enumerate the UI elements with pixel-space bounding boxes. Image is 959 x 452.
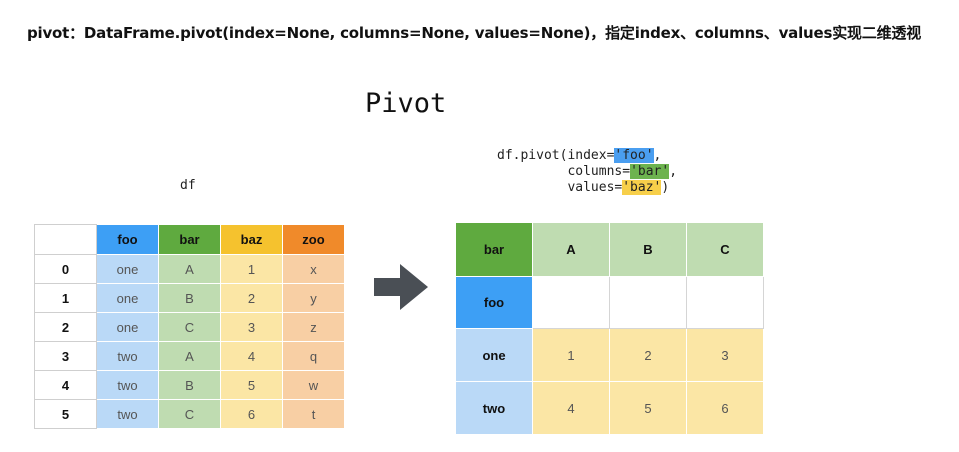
pivot-empty-cell (609, 276, 687, 329)
df-cell-zoo: t (282, 399, 345, 429)
pivot-row-label: two (455, 381, 533, 435)
pivot-value-cell: 3 (686, 328, 764, 382)
df-cell-baz: 6 (220, 399, 283, 429)
pivot-value-cell: 6 (686, 381, 764, 435)
code-line2-prefix: columns= (497, 164, 631, 179)
code-line3-suffix: ) (661, 180, 670, 195)
pivot-value-cell: 2 (609, 328, 687, 382)
df-cell-bar: C (158, 312, 221, 342)
df-cell-zoo: x (282, 254, 345, 284)
df-table: foo bar baz zoo 0 one A 1 x 1 one B 2 y … (34, 224, 345, 429)
df-cell-foo: one (96, 312, 159, 342)
slide-title: Pivot (365, 88, 447, 119)
df-cell-zoo: w (282, 370, 345, 400)
df-header-baz: baz (220, 224, 283, 255)
table-row: 1 one B 2 y (34, 283, 345, 313)
pivot-index-name: foo (455, 276, 533, 329)
table-row: 3 two A 4 q (34, 341, 345, 371)
pivot-empty-cell (532, 276, 610, 329)
df-header-foo: foo (96, 224, 159, 255)
df-row-index: 0 (34, 254, 97, 284)
code-line2-suffix: , (669, 164, 678, 179)
df-cell-baz: 4 (220, 341, 283, 371)
table-row: 0 one A 1 x (34, 254, 345, 284)
df-cell-zoo: q (282, 341, 345, 371)
df-cell-baz: 2 (220, 283, 283, 313)
df-cell-foo: two (96, 399, 159, 429)
pivot-value-cell: 1 (532, 328, 610, 382)
df-cell-bar: B (158, 283, 221, 313)
df-cell-zoo: z (282, 312, 345, 342)
pivot-value-cell: 4 (532, 381, 610, 435)
df-cell-bar: A (158, 254, 221, 284)
df-cell-foo: one (96, 254, 159, 284)
df-cell-baz: 1 (220, 254, 283, 284)
table-row: two 4 5 6 (455, 381, 764, 435)
pivot-columns-name: bar (455, 222, 533, 277)
code-line1-suffix: , (653, 148, 662, 163)
table-row: 2 one C 3 z (34, 312, 345, 342)
pivot-column-header: A (532, 222, 610, 277)
code-columns-value: 'bar' (630, 164, 670, 179)
table-row: 5 two C 6 t (34, 399, 345, 429)
df-cell-foo: two (96, 370, 159, 400)
df-cell-baz: 5 (220, 370, 283, 400)
code-values-value: 'baz' (622, 180, 662, 195)
df-cell-bar: B (158, 370, 221, 400)
code-line1-prefix: df.pivot(index= (497, 148, 615, 163)
df-cell-bar: C (158, 399, 221, 429)
df-header-zoo: zoo (282, 224, 345, 255)
df-cell-baz: 3 (220, 312, 283, 342)
table-row: 4 two B 5 w (34, 370, 345, 400)
df-label: df (180, 178, 196, 193)
df-header-row: foo bar baz zoo (34, 224, 345, 255)
df-cell-foo: two (96, 341, 159, 371)
df-cell-zoo: y (282, 283, 345, 313)
df-cell-bar: A (158, 341, 221, 371)
pivot-index-name-row: foo (455, 276, 764, 329)
df-row-index: 1 (34, 283, 97, 313)
pivot-code-snippet: df.pivot(index='foo', columns='bar', val… (497, 148, 677, 196)
df-row-index: 2 (34, 312, 97, 342)
page-headline: pivot：DataFrame.pivot(index=None, column… (27, 24, 921, 42)
df-corner-cell (34, 224, 97, 255)
pivot-result-table: bar A B C foo one 1 2 3 two 4 5 6 (455, 222, 764, 435)
pivot-header-row: bar A B C (455, 222, 764, 277)
pivot-row-label: one (455, 328, 533, 382)
df-row-index: 3 (34, 341, 97, 371)
pivot-column-header: B (609, 222, 687, 277)
df-row-index: 5 (34, 399, 97, 429)
pivot-value-cell: 5 (609, 381, 687, 435)
df-row-index: 4 (34, 370, 97, 400)
code-line3-prefix: values= (497, 180, 623, 195)
pivot-empty-cell (686, 276, 764, 329)
right-arrow-icon (374, 264, 428, 310)
df-header-bar: bar (158, 224, 221, 255)
table-row: one 1 2 3 (455, 328, 764, 382)
df-cell-foo: one (96, 283, 159, 313)
code-index-value: 'foo' (614, 148, 654, 163)
pivot-column-header: C (686, 222, 764, 277)
